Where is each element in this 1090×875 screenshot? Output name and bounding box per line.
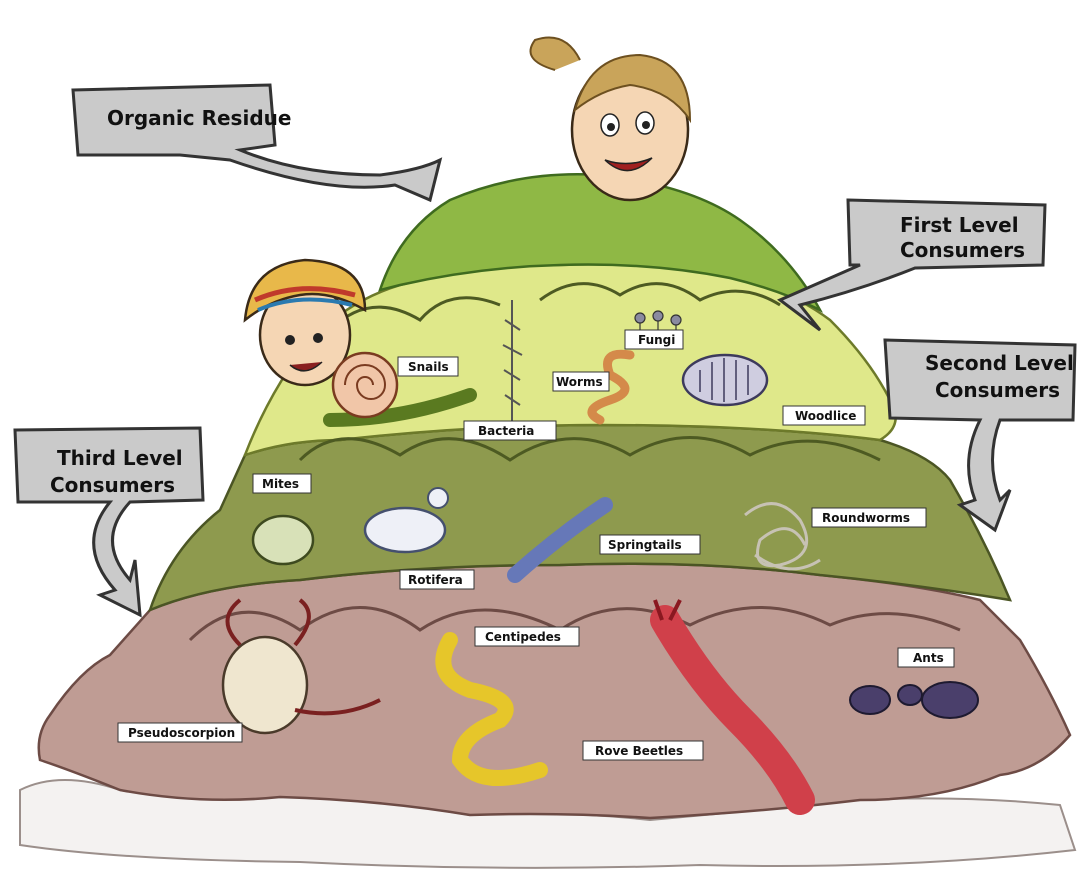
svg-text:Pseudoscorpion: Pseudoscorpion bbox=[128, 726, 235, 740]
label-rotifera: Rotifera bbox=[400, 570, 474, 589]
label-worms: Worms bbox=[553, 372, 609, 391]
mite-illustration bbox=[253, 516, 313, 564]
label-woodlice: Woodlice bbox=[783, 406, 865, 425]
label-fungi: Fungi bbox=[625, 330, 683, 349]
label-snails: Snails bbox=[398, 357, 458, 376]
label-bacteria: Bacteria bbox=[464, 421, 556, 440]
label-springtails: Springtails bbox=[600, 535, 700, 554]
svg-text:Rove Beetles: Rove Beetles bbox=[595, 744, 683, 758]
svg-text:Ants: Ants bbox=[913, 651, 944, 665]
first-level-label-line2: Consumers bbox=[900, 238, 1025, 262]
label-pseudoscorpion: Pseudoscorpion bbox=[118, 723, 242, 742]
svg-text:Woodlice: Woodlice bbox=[795, 409, 856, 423]
label-mites: Mites bbox=[253, 474, 311, 493]
svg-text:Roundworms: Roundworms bbox=[822, 511, 910, 525]
svg-text:Mites: Mites bbox=[262, 477, 299, 491]
label-rove-beetles: Rove Beetles bbox=[583, 741, 703, 760]
svg-text:Fungi: Fungi bbox=[638, 333, 675, 347]
label-centipedes: Centipedes bbox=[475, 627, 579, 646]
label-roundworms: Roundworms bbox=[812, 508, 926, 527]
svg-text:Springtails: Springtails bbox=[608, 538, 682, 552]
third-level-label-line2: Consumers bbox=[50, 473, 175, 497]
woodlouse-illustration bbox=[683, 355, 767, 405]
label-ants: Ants bbox=[898, 648, 954, 667]
third-level-label-line1: Third Level bbox=[57, 446, 183, 470]
svg-text:Rotifera: Rotifera bbox=[408, 573, 463, 587]
organic-residue-callout: Organic Residue bbox=[73, 85, 440, 200]
svg-text:Bacteria: Bacteria bbox=[478, 424, 534, 438]
first-level-label-line1: First Level bbox=[900, 213, 1019, 237]
svg-text:Snails: Snails bbox=[408, 360, 449, 374]
svg-text:Centipedes: Centipedes bbox=[485, 630, 561, 644]
organic-residue-label: Organic Residue bbox=[107, 106, 291, 130]
second-level-label-line2: Consumers bbox=[935, 378, 1060, 402]
second-level-label-line1: Second Level bbox=[925, 351, 1074, 375]
svg-text:Worms: Worms bbox=[556, 375, 603, 389]
